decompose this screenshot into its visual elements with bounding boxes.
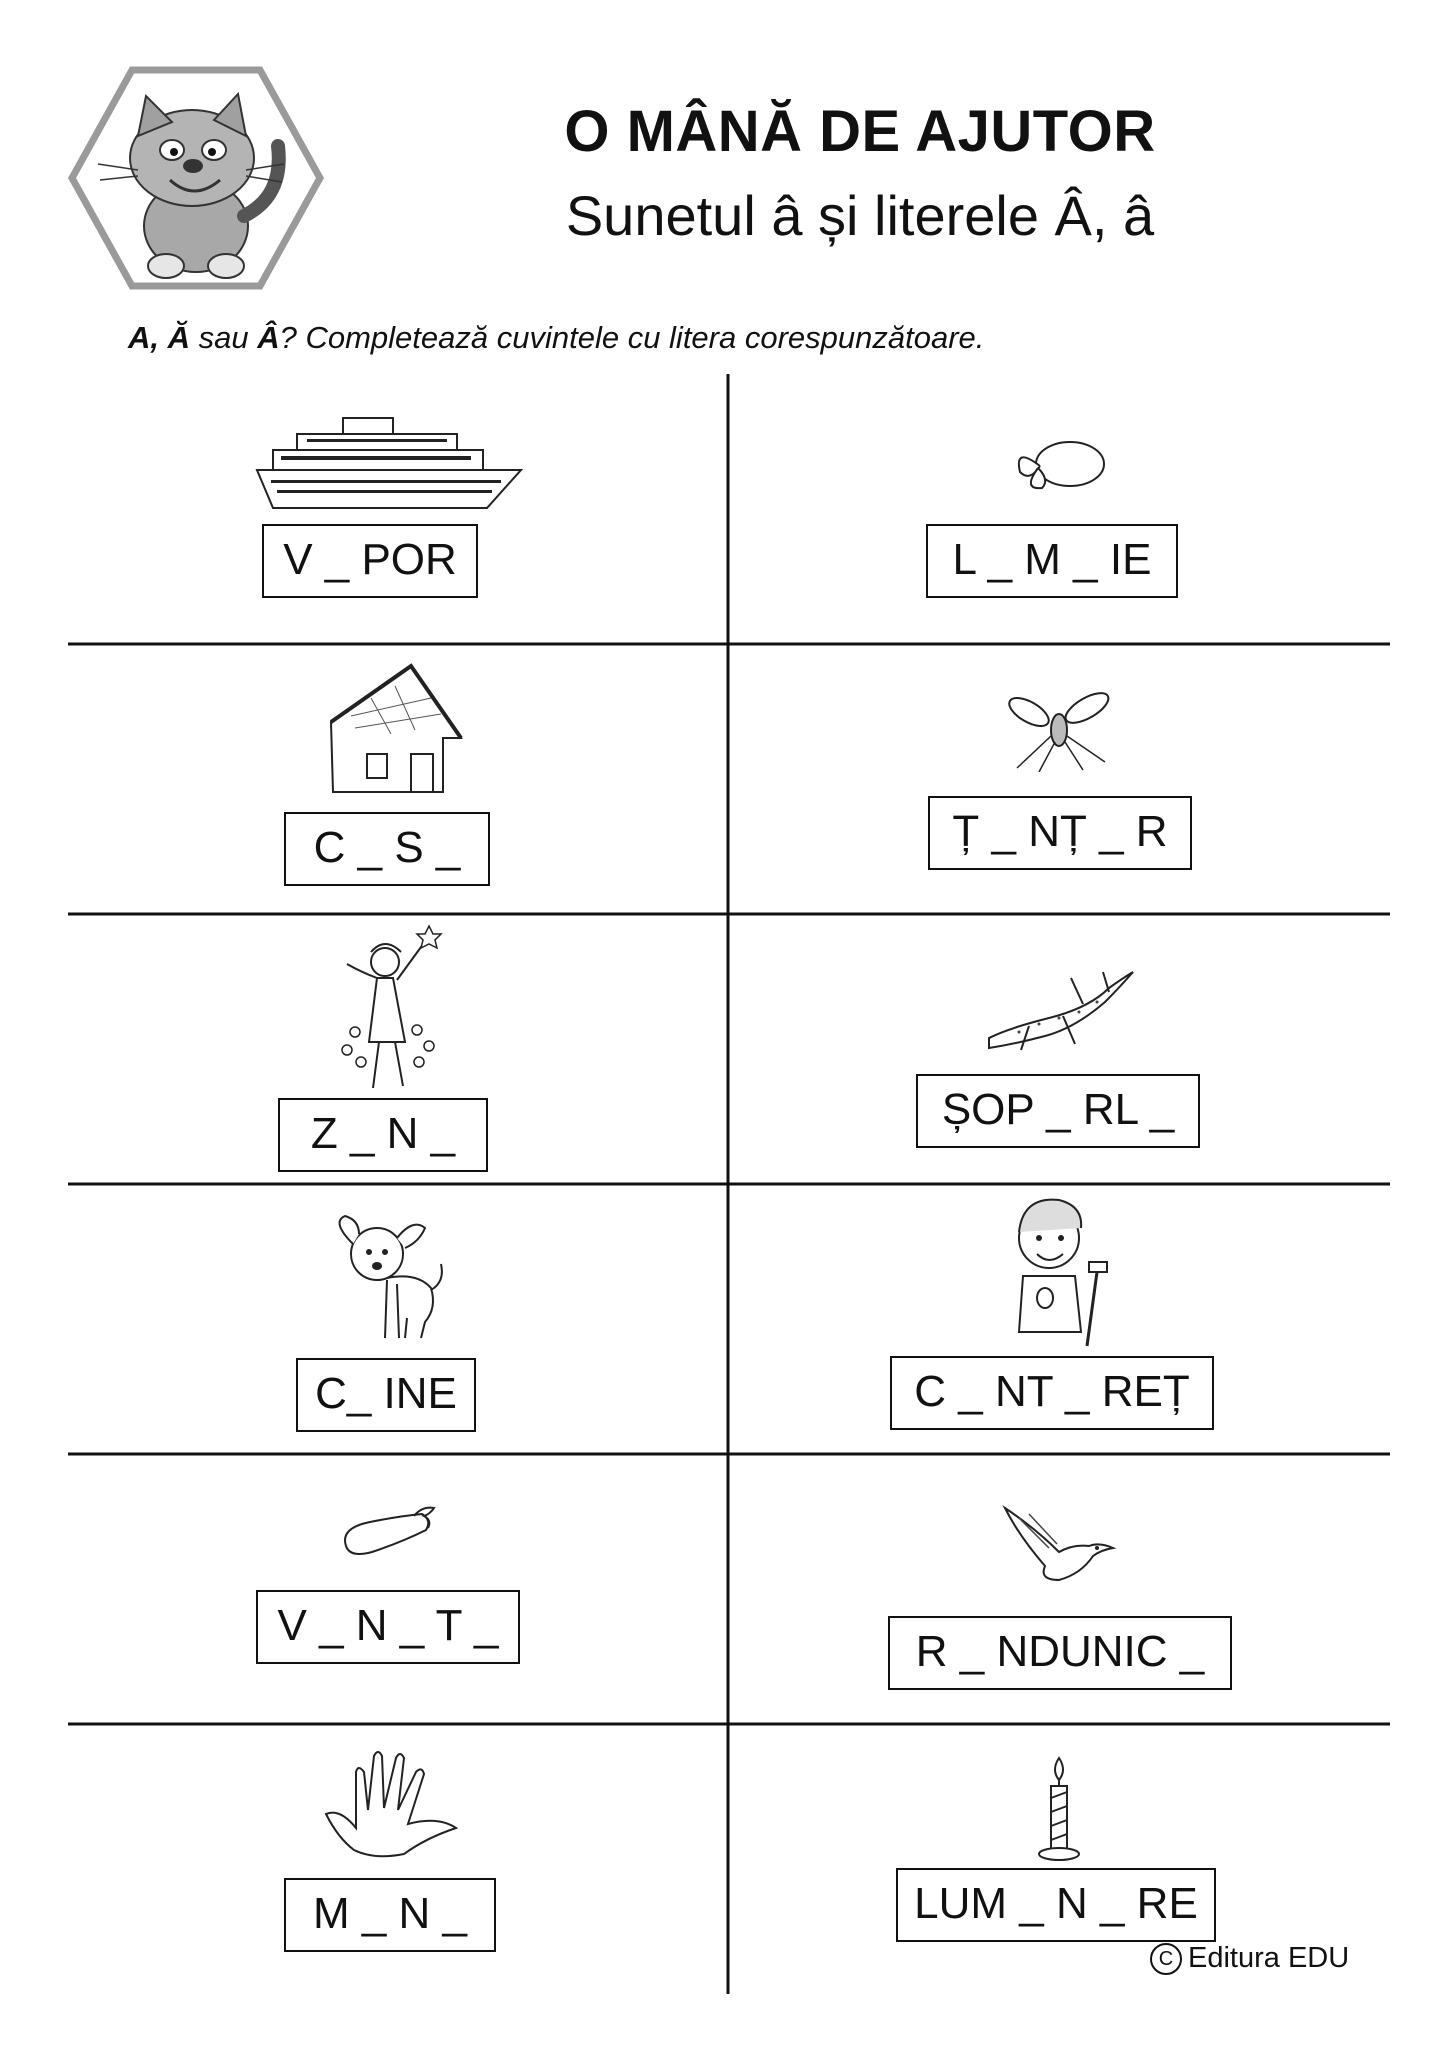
word-box[interactable]: Z _ N _ [278,1098,488,1172]
copyright-symbol: C [1150,1943,1182,1975]
word-box[interactable]: ȘOP _ RL _ [916,1074,1200,1148]
page-title: O MÂNĂ DE AJUTOR [564,99,1156,164]
dog-icon [338,1214,443,1339]
instruction-letters: A, Ă [128,320,190,355]
singer-boy-icon [1017,1198,1108,1347]
word-box[interactable]: R _ NDUNIC _ [888,1616,1232,1690]
word-box[interactable]: C _ NT _ REȚ [890,1356,1214,1430]
cat-logo-icon [68,66,324,290]
word-box[interactable]: LUM _ N _ RE [896,1868,1216,1942]
ship-icon [255,417,524,509]
exercise-cell-dog: C_ INE [62,1184,720,1454]
exercise-cell-house: C _ S _ [62,644,720,914]
word-box[interactable]: C _ S _ [284,812,490,886]
page-subtitle: Sunetul â și literele Â, â [565,184,1155,247]
instruction-body: ? Completează cuvintele cu litera coresp… [279,320,985,355]
word-box[interactable]: V _ N _ T _ [256,1590,520,1664]
exercise-cell-ship: V _ POR [62,374,720,644]
exercise-cell-singer: C _ NT _ REȚ [730,1184,1388,1454]
instruction-letter-a-hat: Â [257,320,280,355]
word-box[interactable]: M _ N _ [284,1878,496,1952]
fairy-icon [341,924,443,1089]
word-box[interactable]: C_ INE [296,1358,476,1432]
candle-icon [1038,1756,1080,1861]
instruction-sep: sau [190,320,258,355]
hand-icon [324,1751,459,1858]
exercise-cell-lemon: L _ M _ IE [730,374,1388,644]
eggplant-icon [344,1506,436,1555]
word-box[interactable]: Ț _ NȚ _ R [928,796,1192,870]
exercise-cell-swallow: R _ NDUNIC _ [730,1454,1388,1724]
exercise-cell-eggplant: V _ N _ T _ [62,1454,720,1724]
mosquito-icon [1008,692,1110,772]
exercise-cell-candle: LUM _ N _ RE [730,1724,1388,1994]
exercise-cell-fairy: Z _ N _ [62,914,720,1184]
swallow-icon [1002,1505,1117,1582]
exercise-cell-mosquito: Ț _ NȚ _ R [730,644,1388,914]
copyright-text: Editura EDU [1188,1942,1350,1974]
lizard-icon [988,971,1134,1051]
house-icon [329,663,463,793]
exercise-cell-hand: M _ N _ [62,1724,720,1994]
word-box[interactable]: L _ M _ IE [926,524,1178,598]
lemon-icon [1018,441,1105,490]
exercise-cell-lizard: ȘOP _ RL _ [730,914,1388,1184]
word-box[interactable]: V _ POR [262,524,478,598]
instruction-text: A, Ă sau Â? Completează cuvintele cu lit… [128,318,984,358]
